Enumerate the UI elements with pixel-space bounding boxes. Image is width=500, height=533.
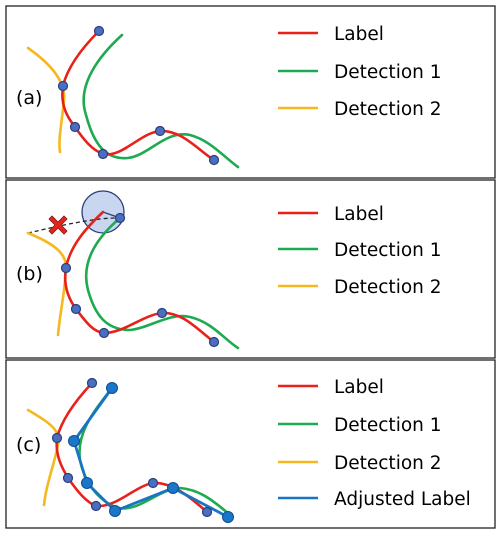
panel-c: (c) Label Detection 1 Detection 2 Adjust… <box>5 359 496 529</box>
legend-text-label: Label <box>334 204 384 225</box>
legend-text-detection2: Detection 2 <box>334 453 442 474</box>
panel-c-label-point <box>86 377 98 389</box>
panel-c-label-point <box>90 500 102 512</box>
legend-text-detection1: Detection 1 <box>334 240 442 261</box>
panel-c-adjusted-point <box>68 435 80 447</box>
panel-b-detection1-curve <box>85 216 240 350</box>
panel-b-label-point <box>70 303 82 315</box>
panel-b-label-point <box>156 307 168 319</box>
legend-text-detection2: Detection 2 <box>334 277 442 298</box>
panel-a-label-curve <box>61 29 216 162</box>
legend-text-detection1: Detection 1 <box>334 62 442 83</box>
panel-c-tag: (c) <box>16 434 41 456</box>
panel-c-adjusted-point <box>167 482 179 494</box>
panel-c-detection2-curve <box>26 408 60 507</box>
panel-b-frame <box>5 179 496 359</box>
panel-b-legend: Label Detection 1 Detection 2 <box>278 204 442 298</box>
panel-a-label-point <box>69 121 81 133</box>
panel-c-adjusted-label-curve <box>72 386 230 519</box>
rejected-match-dashed-line <box>27 217 121 234</box>
panel-a-label-point <box>154 125 166 137</box>
panel-c-label-point <box>51 432 63 444</box>
panel-c-adjusted-point <box>222 511 234 523</box>
panel-a-legend: Label Detection 1 Detection 2 <box>278 24 442 120</box>
panel-a-frame <box>5 5 496 179</box>
panel-a-detection2-curve <box>26 46 66 154</box>
panel-c-label-curve <box>55 381 209 514</box>
panel-c-frame <box>5 359 496 529</box>
panel-a-label-point <box>57 80 69 92</box>
panel-b-label-point <box>60 262 72 274</box>
panel-a: (a) Label Detection 1 Detection 2 <box>5 5 496 179</box>
panel-b: (b) Label Detection 1 Detection 2 <box>5 179 496 359</box>
panel-b-label-curve <box>63 210 216 344</box>
panel-a-label-point <box>93 25 105 37</box>
legend-text-detection2: Detection 2 <box>334 99 442 120</box>
panel-a-label-point <box>97 148 109 160</box>
panel-a-tag: (a) <box>16 87 42 109</box>
legend-text-label: Label <box>334 24 384 45</box>
panel-b-label-point <box>114 212 126 224</box>
panel-b-tag: (b) <box>16 263 43 285</box>
panel-c-legend: Label Detection 1 Detection 2 Adjusted L… <box>278 377 471 510</box>
panel-c-label-point <box>147 477 159 489</box>
red-x-icon <box>48 215 68 235</box>
panel-c-label-point <box>62 472 74 484</box>
panel-c-adjusted-point <box>109 505 121 517</box>
panel-c-adjusted-point <box>106 382 118 394</box>
panel-c-label-point <box>201 506 213 518</box>
legend-text-adjusted-label: Adjusted Label <box>334 489 471 510</box>
panel-b-label-point <box>208 336 220 348</box>
legend-text-detection1: Detection 1 <box>334 415 442 436</box>
panel-a-detection1-curve <box>82 33 240 169</box>
panel-b-label-point <box>98 327 110 339</box>
panel-a-label-point <box>208 154 220 166</box>
panel-c-adjusted-point <box>81 477 93 489</box>
legend-text-label: Label <box>334 377 384 398</box>
